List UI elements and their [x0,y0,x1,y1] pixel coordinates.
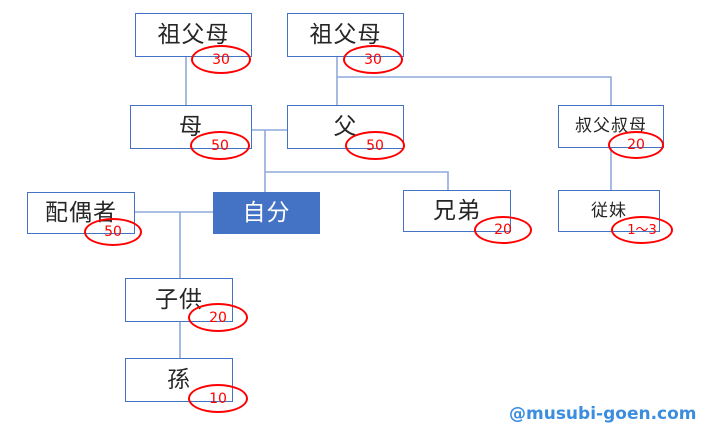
node-label: 従妹 [591,200,627,221]
badge-child: 20 [188,303,248,332]
node-child[interactable]: 子供 [125,278,233,322]
badge-value: 1〜3 [627,222,657,238]
badge-grandparents-right: 30 [343,45,403,74]
node-label: 配偶者 [45,199,117,226]
badge-spouse: 50 [84,218,142,246]
line-grandparents-right-to-uncle-aunt [337,76,612,105]
node-label: 自分 [242,199,291,226]
badge-sibling: 20 [474,216,532,244]
badge-value: 30 [212,51,230,68]
badge-grandparents-left: 30 [191,45,251,74]
node-label: 父 [333,113,358,140]
node-label: 祖父母 [309,21,382,48]
node-label: 叔父叔母 [575,116,647,136]
badge-value: 20 [627,137,645,153]
watermark-label: @musubi-goen.com [509,404,697,424]
node-label: 兄弟 [433,197,481,224]
badge-mother: 50 [190,131,250,160]
node-sibling[interactable]: 兄弟 [403,190,511,232]
badge-uncle-aunt: 20 [608,131,664,159]
node-label: 祖父母 [157,21,230,48]
node-self[interactable]: 自分 [213,192,320,234]
badge-father: 50 [345,131,405,160]
node-label: 孫 [167,366,191,393]
badge-grandchild: 10 [188,384,248,413]
node-label: 子供 [155,286,203,313]
badge-value: 10 [209,390,227,407]
badge-value: 50 [211,137,229,154]
badge-value: 20 [209,309,227,326]
badge-cousin: 1〜3 [611,216,673,244]
line-parents-to-sibling [265,171,449,190]
badge-value: 50 [366,137,384,154]
node-label: 母 [179,113,203,140]
badge-value: 50 [104,224,122,240]
badge-value: 20 [494,222,512,238]
badge-value: 30 [364,51,382,68]
